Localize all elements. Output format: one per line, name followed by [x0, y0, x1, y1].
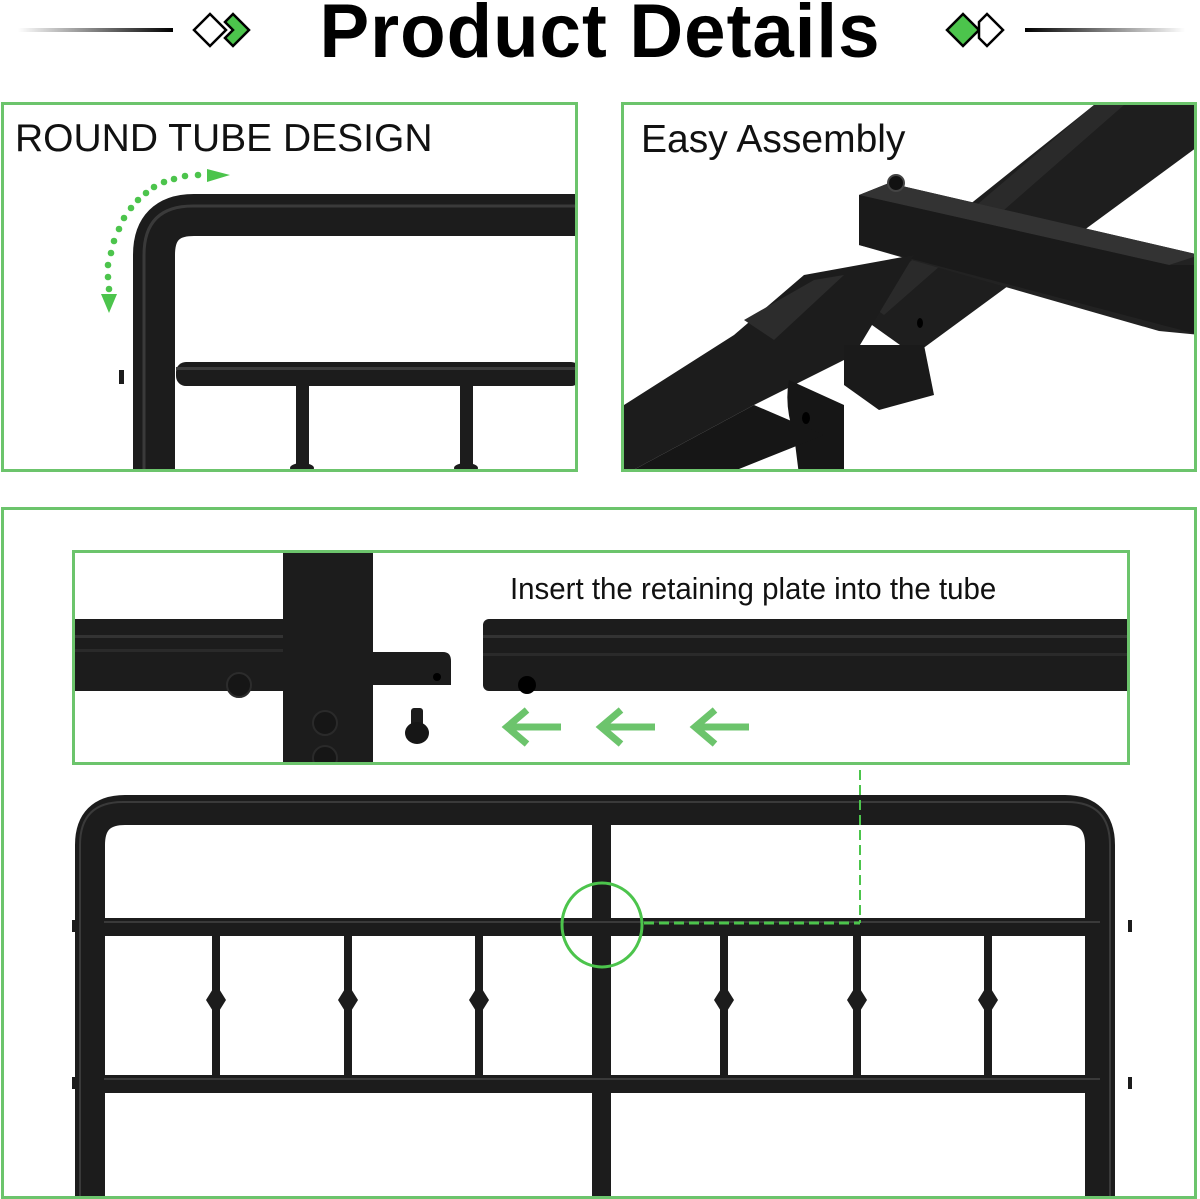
easy-assembly-label: Easy Assembly [641, 118, 906, 161]
left-rule-line [18, 28, 173, 32]
easy-assembly-illustration [624, 105, 1194, 469]
round-tube-label: ROUND TUBE DESIGN [15, 117, 433, 160]
right-rule-line [1025, 28, 1185, 32]
callout-label: Insert the retaining plate into the tube [510, 571, 997, 606]
page-title: Product Details [319, 0, 881, 74]
diamond-pair-icon [945, 12, 1005, 48]
headboard-illustration [72, 770, 1132, 1196]
callout-box: Insert the retaining plate into the tube [72, 550, 1130, 765]
joint-circle-icon [560, 881, 644, 969]
tube-insert-illustration [75, 553, 1127, 762]
left-arrow-icon [689, 707, 749, 747]
curved-dotted-arrow-icon [101, 169, 230, 313]
header-decorations [18, 12, 1185, 48]
assembly-detail-panel: Insert the retaining plate into the tube [1, 507, 1197, 1199]
left-arrow-icon [501, 707, 561, 747]
round-tube-panel: ROUND TUBE DESIGN [1, 102, 578, 472]
left-arrow-icon [595, 707, 655, 747]
easy-assembly-panel: Easy Assembly [621, 102, 1197, 472]
spindles [206, 936, 998, 1076]
diamond-pair-icon [192, 12, 251, 48]
round-tube-illustration [101, 169, 575, 469]
